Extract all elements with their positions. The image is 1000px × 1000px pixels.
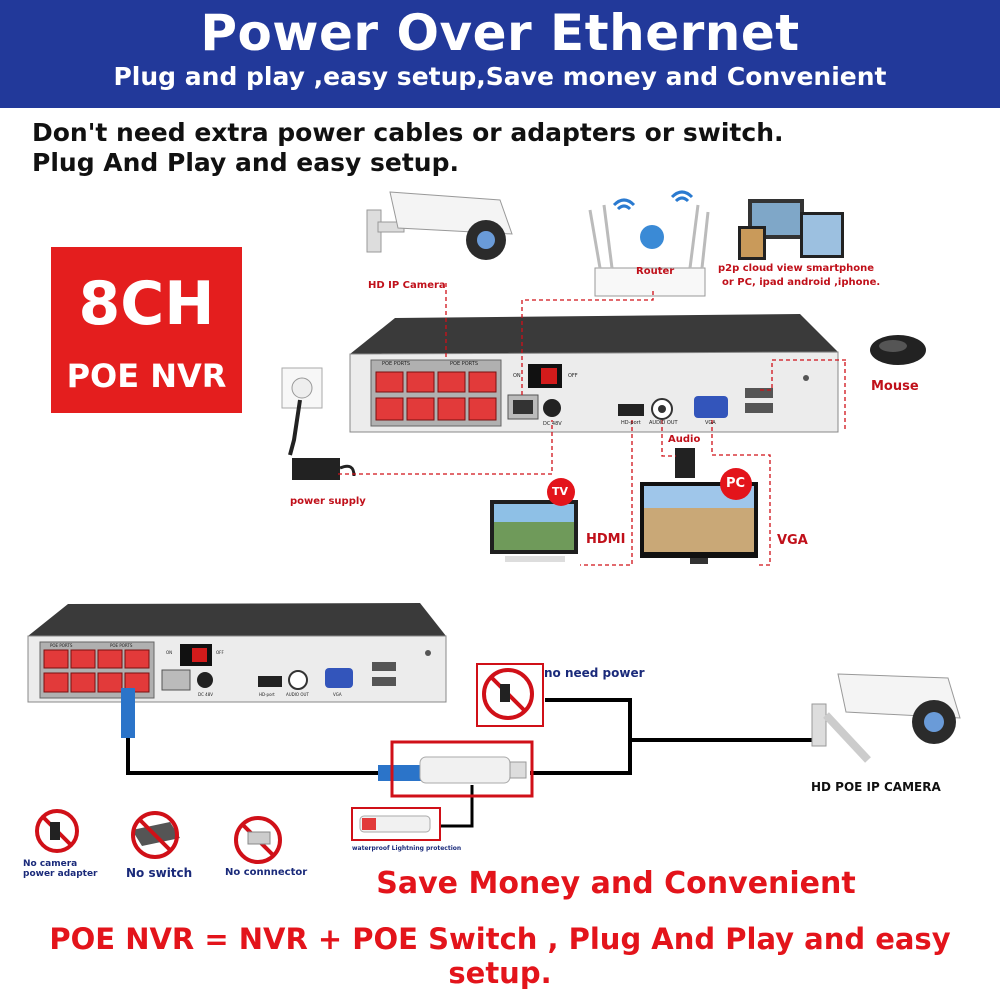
bottom-off-label: OFF bbox=[216, 650, 224, 655]
save-money-slogan: Save Money and Convenient bbox=[376, 866, 856, 901]
header-banner bbox=[0, 0, 1000, 108]
audio-out-label: AUDIO OUT bbox=[649, 420, 678, 426]
no-switch-icon bbox=[131, 811, 180, 859]
bottom-hd-port-label: HD-port bbox=[259, 692, 275, 697]
bottom-on-label: ON bbox=[166, 650, 173, 655]
tv-image bbox=[490, 500, 578, 562]
hd-ip-camera-label: HD IP Camera bbox=[368, 280, 446, 291]
mouse-label: Mouse bbox=[871, 379, 919, 394]
badge-channels: 8CH bbox=[78, 269, 215, 339]
bottom-poe-ports-label-2: POE PORTS bbox=[110, 643, 133, 648]
power-adapter-image bbox=[292, 458, 356, 480]
bottom-vga-label: VGA bbox=[333, 692, 342, 697]
no-adapter-icon bbox=[35, 809, 79, 853]
off-label: OFF bbox=[568, 373, 578, 379]
speaker-image bbox=[675, 448, 695, 478]
bottom-audio-out-label: AUDIO OUT bbox=[286, 692, 309, 697]
poe-ports-label-1: POE PORTS bbox=[382, 361, 410, 367]
no-adapter-label-1: No camera bbox=[23, 859, 78, 869]
page-subtitle: Plug and play ,easy setup,Save money and… bbox=[113, 62, 887, 91]
protection-label: waterproof Lightning protection bbox=[352, 845, 462, 852]
audio-label: Audio bbox=[668, 434, 701, 445]
top-camera-image bbox=[366, 191, 513, 260]
no-need-power-label: no need power bbox=[544, 666, 645, 680]
no-connector-label: No connnector bbox=[225, 867, 308, 878]
p2p-label-line-2: or PC, ipad android ,iphone. bbox=[722, 277, 881, 288]
waterproof-protection bbox=[351, 807, 441, 841]
bottom-dc-label: DC 48V bbox=[198, 692, 213, 697]
p2p-label-line-1: p2p cloud view smartphone bbox=[718, 263, 875, 274]
hdmi-label: HDMI bbox=[586, 532, 626, 547]
bottom-camera-image bbox=[811, 673, 961, 763]
page-title: Power Over Ethernet bbox=[200, 4, 800, 62]
hd-poe-camera-label: HD POE IP CAMERA bbox=[811, 780, 941, 794]
channel-badge: 8CH POE NVR bbox=[51, 247, 242, 413]
pc-badge-circle bbox=[720, 468, 752, 500]
intro-line-1: Don't need extra power cables or adapter… bbox=[32, 118, 784, 147]
no-power-icon bbox=[476, 663, 544, 727]
ethernet-cable bbox=[121, 688, 812, 828]
no-switch-label: No switch bbox=[126, 866, 193, 880]
power-supply-label: power supply bbox=[290, 496, 366, 507]
wall-socket-image bbox=[281, 367, 323, 456]
tv-badge-text: TV bbox=[552, 485, 569, 498]
router-image bbox=[588, 190, 710, 297]
bottom-nvr-device bbox=[27, 603, 447, 703]
top-connection-lines bbox=[338, 283, 848, 566]
poe-splitter bbox=[390, 740, 534, 798]
intro-line-2: Plug And Play and easy setup. bbox=[32, 148, 459, 177]
no-connector-icon bbox=[234, 816, 282, 864]
poe-ports-label-2: POE PORTS bbox=[450, 361, 478, 367]
tv-badge-circle bbox=[547, 478, 575, 506]
pc-badge-text: PC bbox=[726, 476, 746, 491]
p2p-devices-image bbox=[738, 199, 844, 260]
poe-equation: POE NVR = NVR + POE Switch , Plug And Pl… bbox=[49, 922, 951, 990]
bottom-poe-ports-label-1: POE PORTS bbox=[50, 643, 73, 648]
mouse-image bbox=[870, 335, 926, 365]
dc-label: DC 48V bbox=[543, 421, 562, 427]
hd-port-label: HD-port bbox=[621, 420, 641, 426]
top-nvr-device bbox=[349, 314, 839, 433]
router-label: Router bbox=[636, 266, 675, 277]
no-adapter-label-2: power adapter bbox=[23, 869, 98, 879]
vga-label: VGA bbox=[777, 533, 808, 548]
on-label: ON bbox=[513, 373, 521, 379]
badge-type: POE NVR bbox=[66, 357, 227, 395]
vga-port-label: VGA bbox=[705, 420, 716, 426]
